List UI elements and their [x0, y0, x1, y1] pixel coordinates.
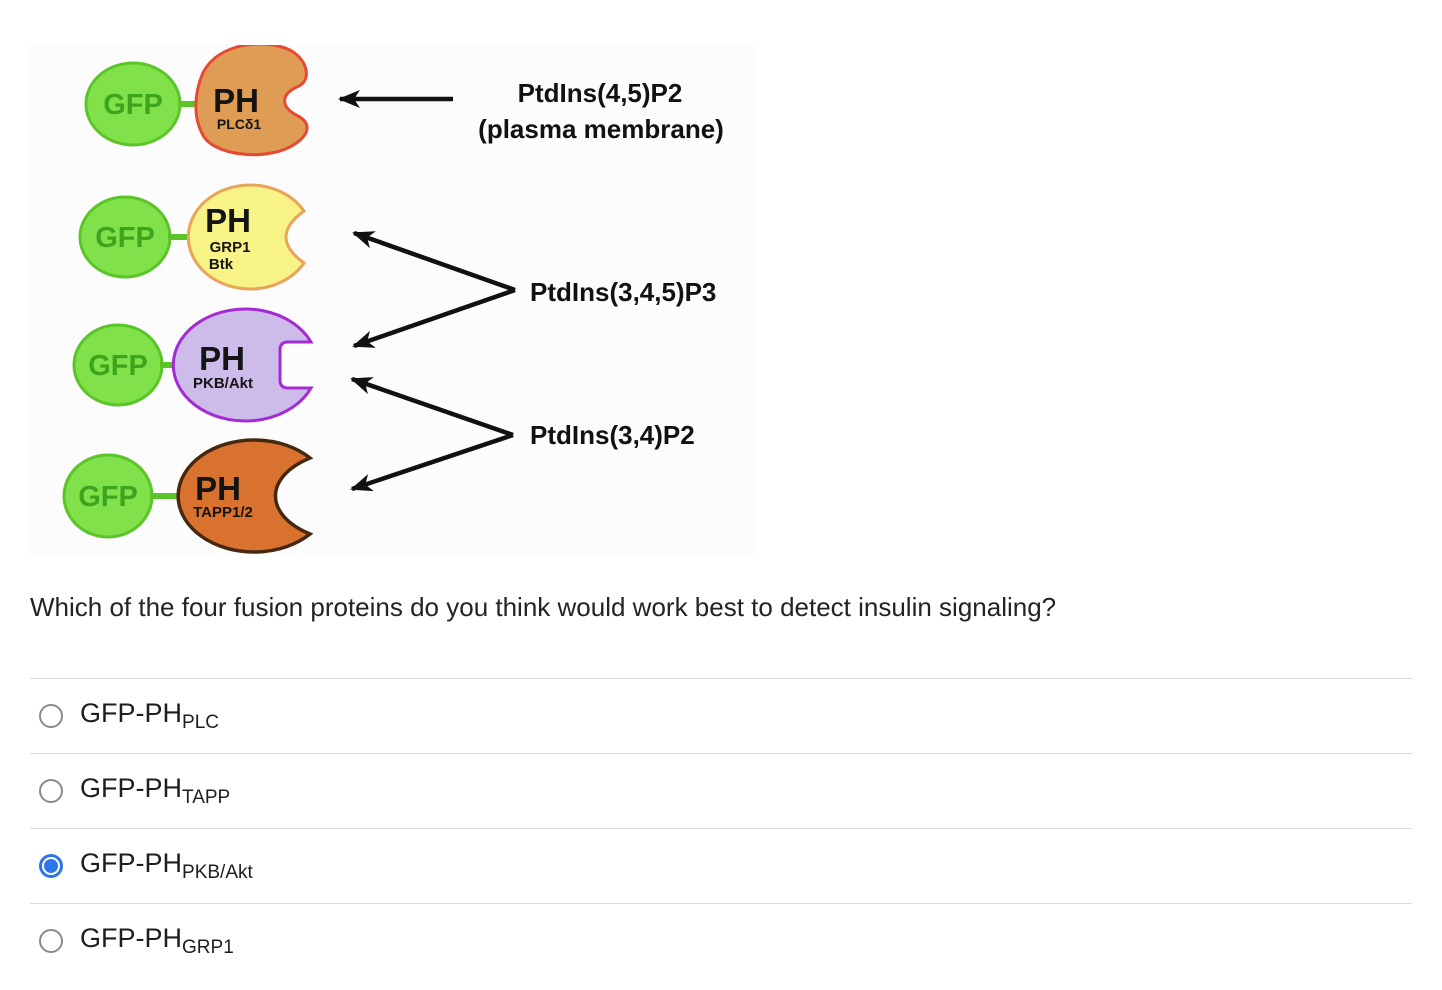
ph-sublabel-btk: Btk: [209, 256, 234, 273]
ph-domain-grp1-shape: [186, 183, 307, 291]
ph-domain-tapp-shape: [176, 438, 314, 554]
label-ptdins345p3: PtdIns(3,4,5)P3: [530, 277, 716, 307]
ph-domain-pkb-shape: [171, 307, 314, 423]
arrow-pi34p2-to-pkb: [350, 376, 514, 438]
option-label: GFP-PHTAPP: [80, 773, 231, 808]
option-gfp-ph-pkb-akt[interactable]: GFP-PHPKB/Akt: [30, 828, 1412, 903]
gfp-label: GFP: [78, 481, 138, 513]
ph-sublabel-tapp: TAPP1/2: [193, 504, 253, 521]
fusion-protein-diagram: GFP GFP GFP GFP PH PLCδ1 PH GRP1 Btk PH …: [30, 45, 755, 555]
gfp-ph-linkers: [150, 101, 206, 499]
option-gfp-ph-tapp[interactable]: GFP-PHTAPP: [30, 753, 1412, 828]
arrow-pip3-to-grp1: [352, 230, 516, 293]
gfp-labels: GFP GFP GFP GFP: [78, 89, 163, 513]
gfp-label: GFP: [103, 89, 163, 121]
ph-label-tapp: PH: [195, 470, 241, 507]
options-list: GFP-PHPLC GFP-PHTAPP GFP-PHPKB/Akt GFP-P…: [30, 678, 1412, 978]
option-gfp-ph-grp1[interactable]: GFP-PHGRP1: [30, 903, 1412, 978]
radio-gfp-ph-pkb-akt[interactable]: [39, 854, 63, 878]
label-ptdins34p2: PtdIns(3,4)P2: [530, 420, 695, 450]
label-ptdins45p2: PtdIns(4,5)P2: [518, 78, 683, 108]
label-plasma-membrane: (plasma membrane): [478, 114, 724, 144]
option-label: GFP-PHPLC: [80, 698, 219, 733]
gfp-label: GFP: [88, 350, 148, 382]
question-text: Which of the four fusion proteins do you…: [30, 592, 1057, 622]
option-label: GFP-PHGRP1: [80, 923, 234, 958]
gfp-label: GFP: [95, 222, 155, 254]
diagram-canvas: GFP GFP GFP GFP PH PLCδ1 PH GRP1 Btk PH …: [62, 45, 724, 554]
ph-label-plc: PH: [213, 82, 259, 119]
binding-arrows: [338, 90, 516, 492]
ph-sublabel-pkb: PKB/Akt: [193, 375, 253, 392]
radio-gfp-ph-tapp[interactable]: [39, 779, 63, 803]
ph-label-pkb: PH: [199, 340, 245, 377]
arrow-pi34p2-to-tapp: [350, 432, 514, 492]
gfp-domains: [62, 61, 182, 539]
lipid-labels: PtdIns(4,5)P2 (plasma membrane) PtdIns(3…: [478, 78, 724, 450]
ph-label-grp1: PH: [205, 202, 251, 239]
ph-sublabel-plc: PLCδ1: [217, 116, 261, 132]
radio-gfp-ph-plc[interactable]: [39, 704, 63, 728]
ph-labels: PH PLCδ1 PH GRP1 Btk PH PKB/Akt PH TAPP1…: [193, 82, 261, 521]
arrow-pip3-to-pkb: [352, 287, 516, 349]
ph-domain-plc-shape: [194, 45, 309, 157]
ph-sublabel-grp1: GRP1: [210, 239, 251, 256]
radio-gfp-ph-grp1[interactable]: [39, 929, 63, 953]
option-label: GFP-PHPKB/Akt: [80, 848, 253, 883]
option-gfp-ph-plc[interactable]: GFP-PHPLC: [30, 678, 1412, 753]
